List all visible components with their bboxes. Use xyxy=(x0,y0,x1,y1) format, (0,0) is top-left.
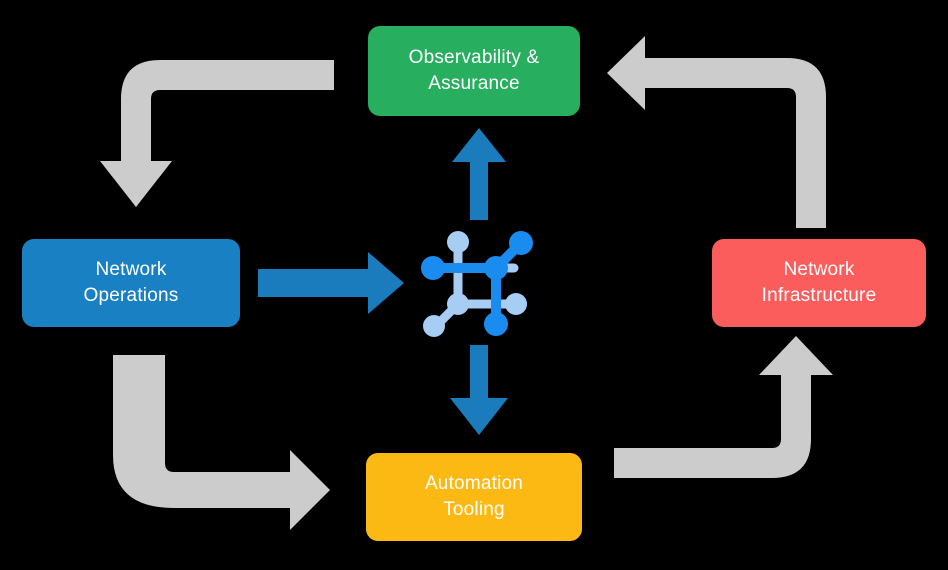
node-label-infrastructure: Network Infrastructure xyxy=(761,259,877,306)
node-label-operations: Network Operations xyxy=(83,259,179,306)
gray-elbow-arrow-down-left xyxy=(100,60,334,207)
node-box-observability[interactable]: Observability & Assurance xyxy=(368,26,580,116)
blue-arrow-up xyxy=(452,128,506,220)
node-label-automation: Automation Tooling xyxy=(424,473,524,520)
node-box-operations[interactable]: Network Operations xyxy=(22,239,240,327)
network-topology-icon xyxy=(421,231,533,337)
node-box-infrastructure[interactable]: Network Infrastructure xyxy=(712,239,926,327)
gray-elbow-arrow-down-right xyxy=(113,355,330,530)
node-label-observability: Observability & Assurance xyxy=(408,47,540,94)
node-box-automation[interactable]: Automation Tooling xyxy=(366,453,582,541)
blue-arrow-right xyxy=(258,252,404,314)
gray-elbow-arrow-right-up xyxy=(614,336,833,478)
blue-arrow-down xyxy=(450,345,508,435)
gray-elbow-arrow-up-left xyxy=(607,36,826,228)
